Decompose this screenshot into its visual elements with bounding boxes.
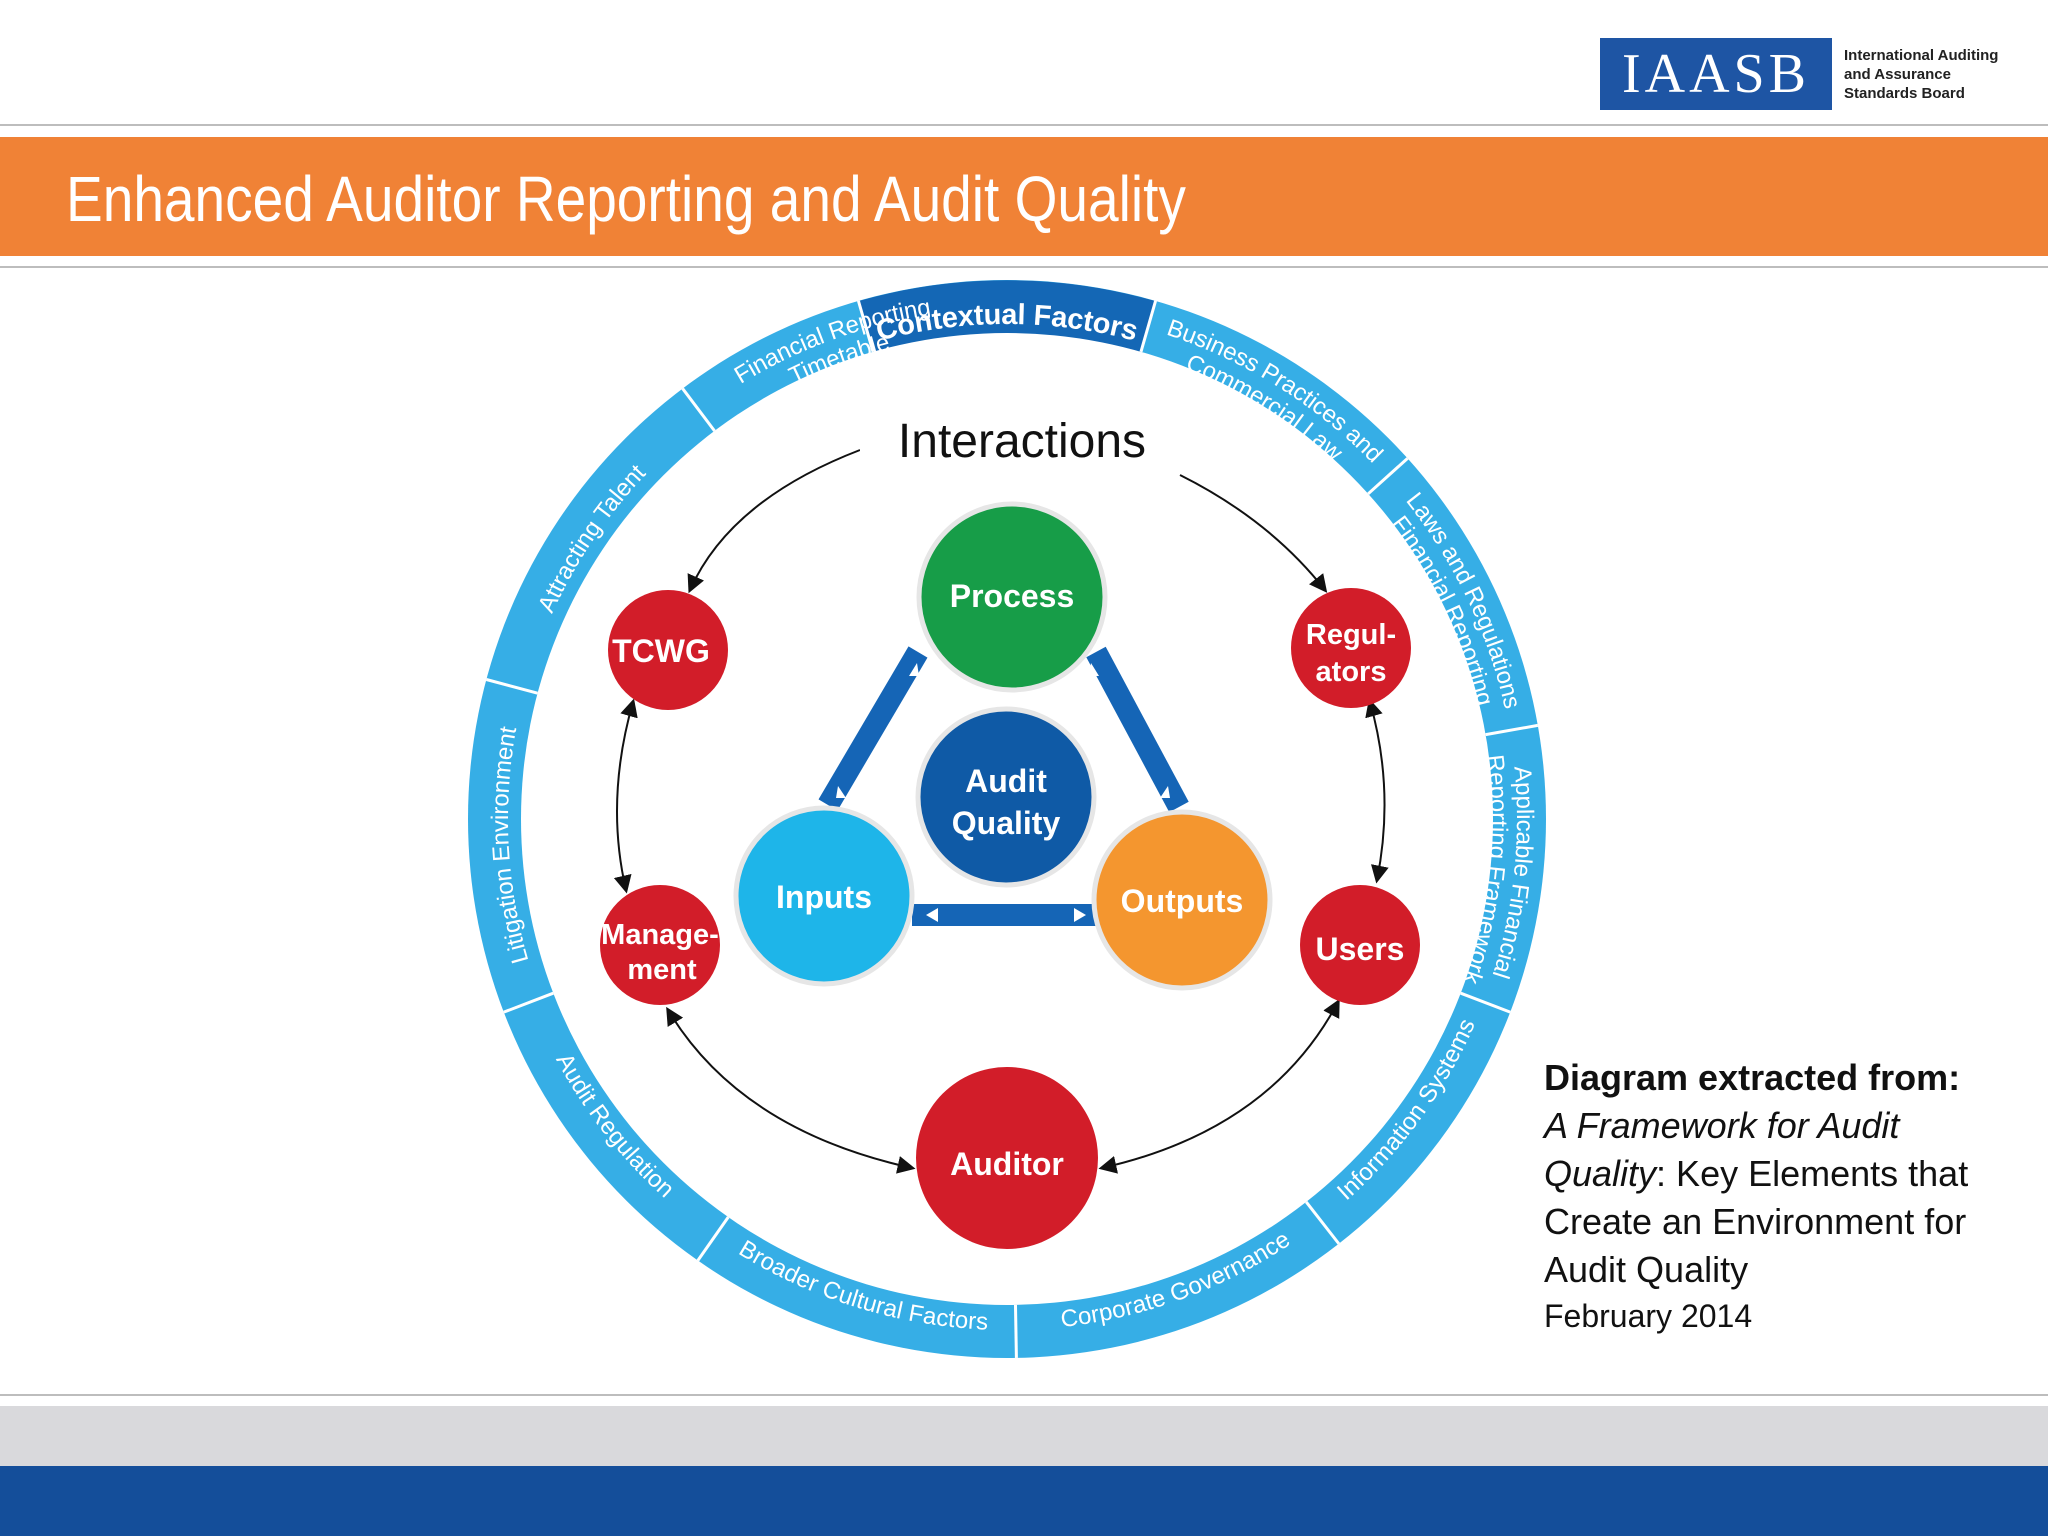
- tcwg-label: TCWG: [612, 633, 710, 669]
- ring-dividers: [485, 300, 1539, 1358]
- ring-segment-contextual-factors: [858, 280, 1156, 353]
- users-label: Users: [1316, 931, 1405, 967]
- interaction-arrow-regulators: [1179, 474, 1328, 593]
- caption-heading: Diagram extracted from:: [1544, 1057, 1961, 1098]
- auditor-circle: [916, 1067, 1098, 1249]
- page-title: Enhanced Auditor Reporting and Audit Qua…: [66, 163, 1186, 235]
- caption-line-1: A Framework for Audit: [1544, 1105, 1900, 1146]
- ring-divider-8: [503, 991, 554, 1014]
- iaasb-logo-text: International Auditing and Assurance Sta…: [1844, 46, 2044, 103]
- audit-quality-circle: [915, 706, 1097, 888]
- source-caption: Diagram extracted from: A Framework for …: [1544, 1054, 2044, 1338]
- management-label-line-1: Manage-: [601, 919, 719, 951]
- users-circle: [1300, 885, 1420, 1005]
- interaction-arrow-tcwg: [687, 449, 861, 594]
- ring-divider-10: [681, 387, 716, 432]
- process-triangle: [818, 646, 1189, 926]
- footer-divider: [0, 1394, 2048, 1396]
- caption-date: February 2014: [1544, 1298, 1753, 1334]
- management-circle: [600, 885, 720, 1005]
- ring-divider-5: [1305, 1201, 1341, 1245]
- arrow-tcwg-management: [613, 698, 638, 894]
- logo-line-3: Standards Board: [1844, 85, 1965, 102]
- ring-divider-4: [1460, 991, 1511, 1014]
- iaasb-logo-mark: IAASB: [1600, 38, 1832, 110]
- tcwg-circle: [608, 590, 728, 710]
- process-circle: [916, 501, 1108, 693]
- process-label: Process: [950, 578, 1075, 614]
- interactions-label: Interactions: [898, 415, 1146, 468]
- regulators-label-line-2: ators: [1316, 656, 1387, 688]
- caption-line-4: Audit Quality: [1544, 1249, 1749, 1290]
- footer-grey-band: [0, 1406, 2048, 1466]
- regulators-label-line-1: Regul-: [1306, 619, 1396, 651]
- title-divider: [0, 266, 2048, 268]
- ring-divider-7: [696, 1216, 730, 1262]
- arrow-regulators-users: [1365, 698, 1389, 884]
- logo-line-1: International Auditing: [1844, 47, 1999, 64]
- inputs-label: Inputs: [776, 879, 872, 915]
- arrow-auditor-users: [1098, 998, 1340, 1174]
- title-band: [0, 137, 2048, 256]
- ring-divider-2: [1367, 457, 1409, 495]
- footer-blue-band: [0, 1466, 2048, 1536]
- interactions-label-backing: [860, 405, 1175, 475]
- header-divider: [0, 124, 2048, 126]
- ring-divider-6: [1013, 1304, 1018, 1358]
- auditor-label: Auditor: [950, 1146, 1064, 1182]
- audit-quality-label-line-2: Quality: [952, 805, 1061, 841]
- caption-line-2-rest: : Key Elements that: [1656, 1153, 1969, 1194]
- logo-line-2: and Assurance: [1844, 66, 1951, 83]
- management-label-line-2: ment: [627, 954, 697, 986]
- outputs-circle: [1091, 809, 1273, 991]
- outputs-label: Outputs: [1121, 883, 1244, 919]
- caption-line-3: Create an Environment for: [1544, 1201, 1967, 1242]
- inputs-circle: [733, 805, 915, 987]
- audit-quality-label-line-1: Audit: [965, 763, 1047, 799]
- ring-divider-0: [856, 300, 875, 353]
- ring-divider-1: [1139, 300, 1158, 353]
- ring-divider-9: [485, 678, 538, 695]
- arrow-management-auditor: [666, 1006, 916, 1174]
- caption-line-2-italic: Quality: [1544, 1153, 1657, 1194]
- regulators-circle: [1291, 588, 1411, 708]
- caption-line-2: Quality: Key Elements that: [1544, 1150, 2044, 1198]
- ring-divider-3: [1485, 723, 1539, 737]
